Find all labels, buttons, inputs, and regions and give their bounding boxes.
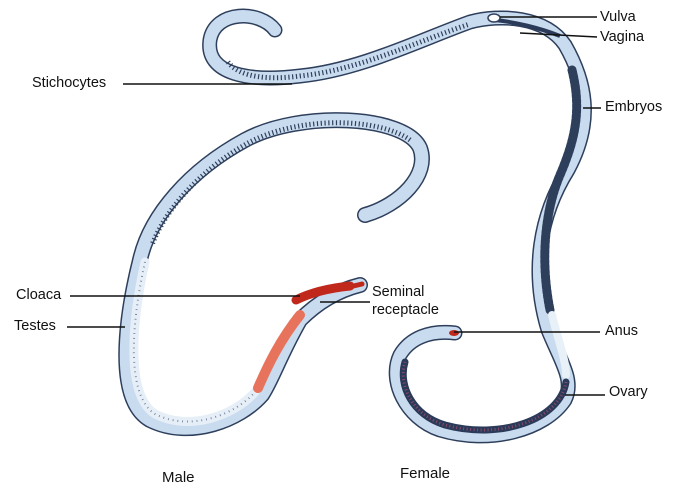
caption-female: Female bbox=[400, 465, 450, 482]
label-vagina: Vagina bbox=[600, 29, 644, 46]
label-embryos: Embryos bbox=[605, 99, 662, 116]
label-stichocytes: Stichocytes bbox=[32, 75, 106, 92]
label-ovary: Ovary bbox=[609, 384, 648, 401]
male-testes bbox=[134, 262, 255, 422]
label-seminal-receptacle-line2: receptacle bbox=[372, 302, 439, 319]
female-anus bbox=[449, 330, 459, 336]
female-vulva-opening bbox=[488, 14, 500, 22]
label-cloaca: Cloaca bbox=[16, 287, 61, 304]
label-vulva: Vulva bbox=[600, 9, 636, 26]
male-testes-dots bbox=[134, 262, 255, 422]
caption-male: Male bbox=[162, 469, 195, 486]
label-testes: Testes bbox=[14, 318, 56, 335]
label-anus: Anus bbox=[605, 323, 638, 340]
label-seminal-receptacle-line1: Seminal bbox=[372, 284, 424, 301]
male-body-fill bbox=[126, 120, 422, 428]
male-worm bbox=[126, 120, 422, 428]
